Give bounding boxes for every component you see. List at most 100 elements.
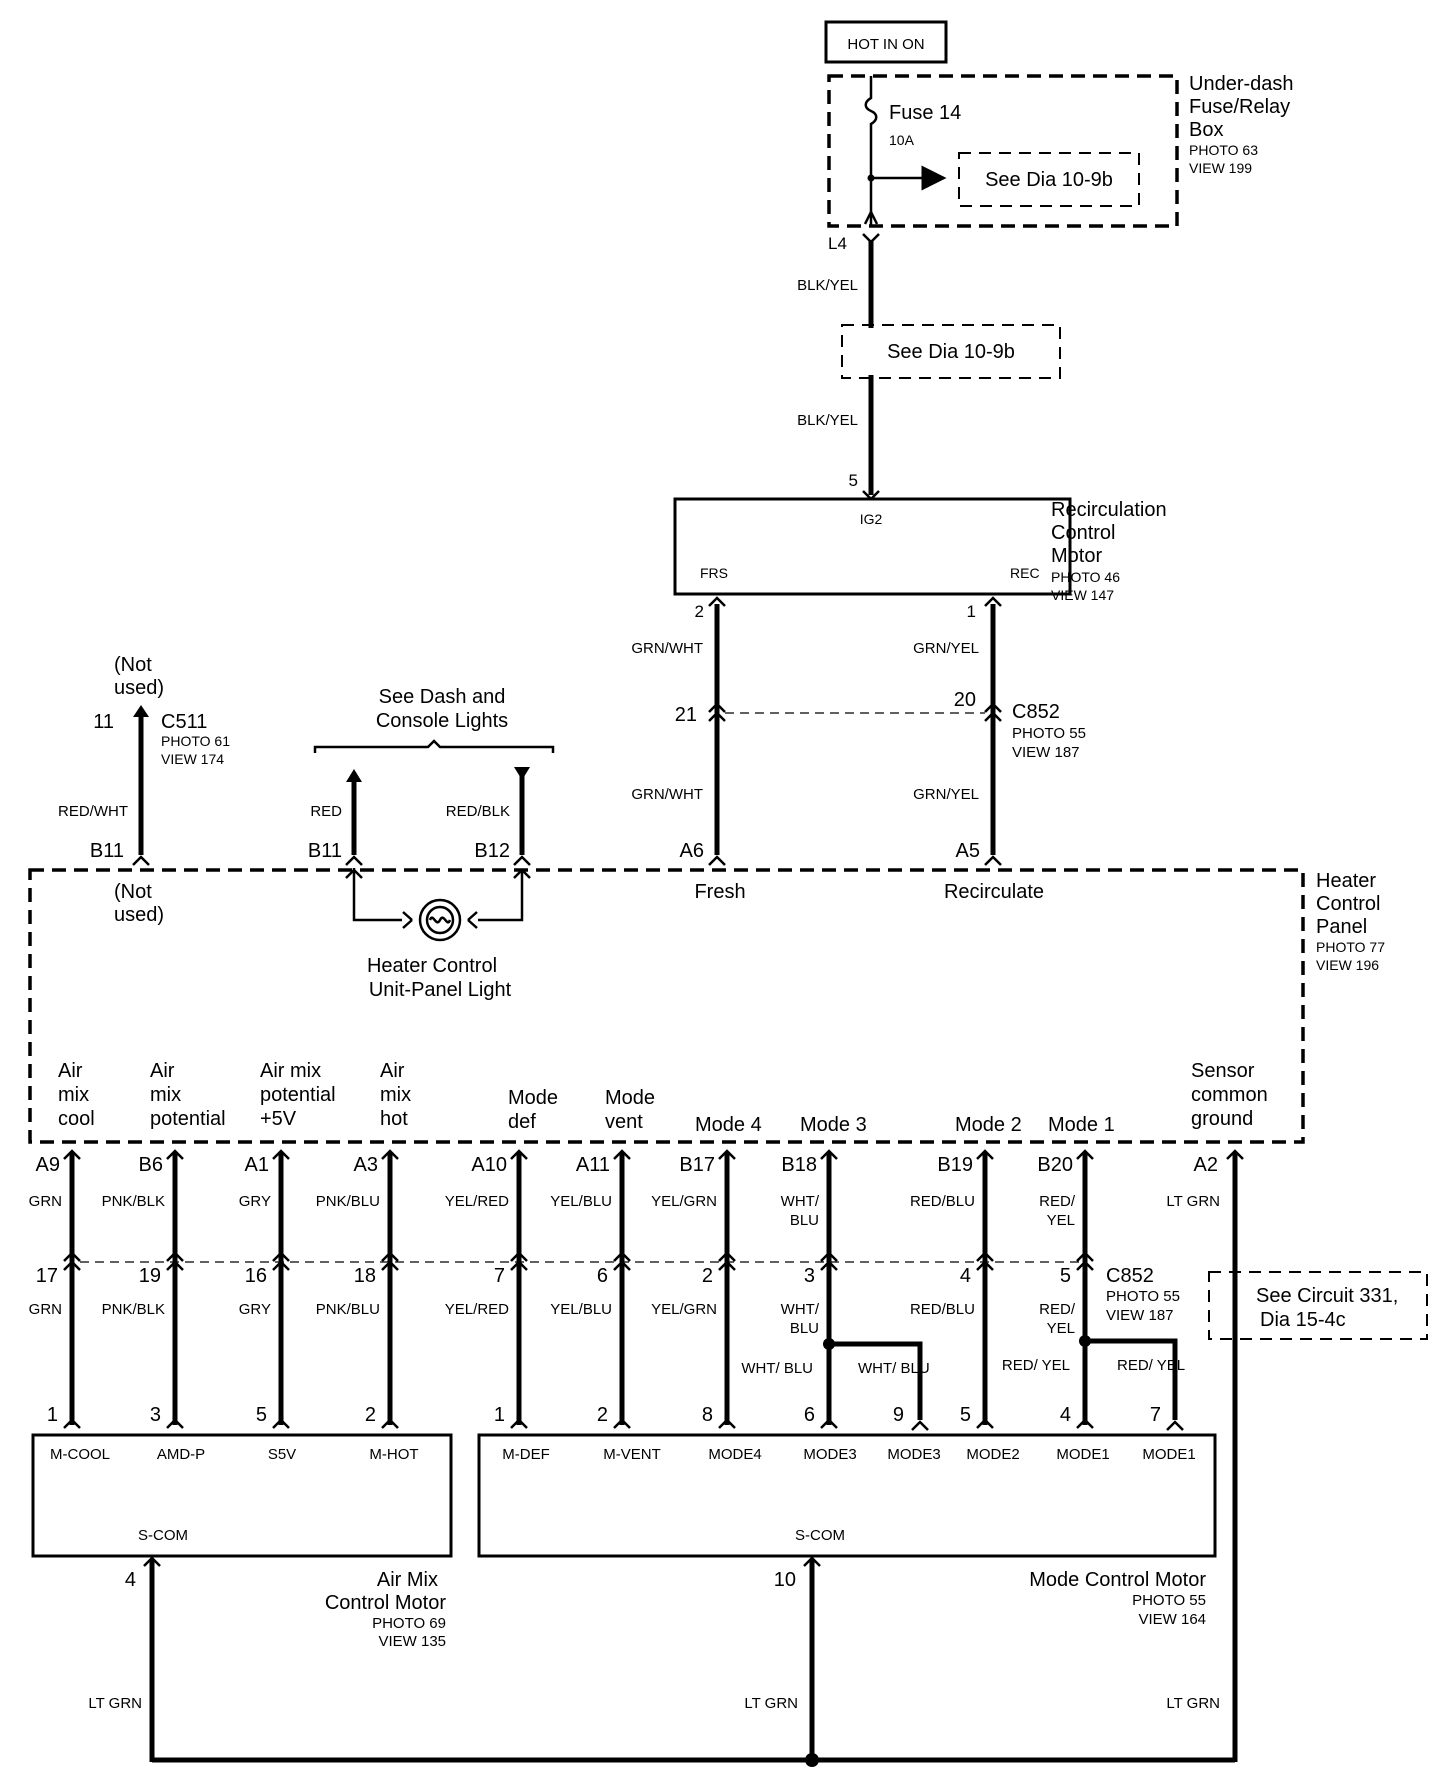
c852-pin: 3 (804, 1265, 815, 1287)
svg-text:PHOTO 46: PHOTO 46 (1051, 569, 1120, 585)
function-label: common (1191, 1084, 1268, 1106)
svg-text:(Not: (Not (114, 654, 152, 676)
svg-text:VIEW 164: VIEW 164 (1138, 1611, 1206, 1628)
svg-text:HOT IN ON: HOT IN ON (847, 36, 924, 53)
svg-text:(Not: (Not (114, 881, 152, 903)
svg-text:LT GRN: LT GRN (1166, 1695, 1220, 1712)
ground-bus (149, 1753, 1238, 1767)
function-label: potential (260, 1084, 336, 1106)
svg-text:FRS: FRS (700, 565, 728, 581)
svg-text:PHOTO 55: PHOTO 55 (1012, 725, 1086, 742)
svg-text:2: 2 (695, 602, 704, 621)
svg-text:BLK/YEL: BLK/YEL (797, 277, 858, 294)
svg-text:Motor: Motor (1051, 545, 1102, 567)
mode-motor-terminal: MODE2 (966, 1446, 1019, 1463)
svg-text:See Circuit 331,: See Circuit 331, (1256, 1285, 1398, 1307)
svg-text:B11: B11 (90, 840, 124, 862)
panel-pin: B19 (937, 1154, 973, 1176)
wire-color-bottom: WHT/BLU (781, 1301, 820, 1337)
panel-pin: A10 (471, 1154, 507, 1176)
svg-text:VIEW 187: VIEW 187 (1012, 744, 1080, 761)
svg-text:PHOTO 63: PHOTO 63 (1189, 142, 1258, 158)
mode-motor-terminal: MODE1 (1056, 1446, 1109, 1463)
svg-text:Heater Control: Heater Control (367, 955, 497, 977)
function-label: Air mix (260, 1060, 321, 1082)
wire-color-bottom: RED/YEL (1039, 1301, 1076, 1337)
wire-color-top: PNK/BLK (102, 1193, 165, 1210)
dash-console-lights: See Dash and Console Lights RED RED/BLK … (308, 686, 555, 866)
svg-text:Fuse/Relay: Fuse/Relay (1189, 96, 1290, 118)
svg-text:PHOTO 55: PHOTO 55 (1106, 1288, 1180, 1305)
function-label: Air (150, 1060, 175, 1082)
svg-text:C852: C852 (1012, 701, 1060, 723)
function-label: Mode (605, 1087, 655, 1109)
wire-color-bottom: GRY (239, 1301, 271, 1318)
svg-text:C511: C511 (161, 711, 207, 733)
mode3-branch: WHT/ BLU WHT/ BLU 9 (741, 1338, 930, 1431)
svg-text:RED/ YEL: RED/ YEL (1002, 1357, 1070, 1374)
svg-text:Console Lights: Console Lights (376, 710, 508, 732)
svg-text:A2: A2 (1194, 1154, 1218, 1176)
svg-text:See Dia 10-9b: See Dia 10-9b (887, 341, 1015, 363)
see-dia-10-9b-ref-2[interactable] (841, 324, 1061, 379)
svg-text:B12: B12 (474, 840, 510, 862)
function-label: potential (150, 1108, 226, 1130)
svg-text:VIEW 199: VIEW 199 (1189, 160, 1252, 176)
svg-text:LT GRN: LT GRN (88, 1695, 142, 1712)
svg-text:RED/WHT: RED/WHT (58, 803, 128, 820)
recirc-wires: 2 1 GRN/WHT GRN/YEL 21 20 C852 PHOTO 55 … (631, 596, 1086, 866)
function-label: Air (58, 1060, 83, 1082)
panel-light-bulb (345, 868, 531, 942)
svg-text:A5: A5 (956, 840, 980, 862)
recirculation-control-motor: IG2 FRS REC Recirculation Control Motor … (673, 497, 1167, 603)
panel-pin: A9 (36, 1154, 60, 1176)
wire-color-bottom: YEL/RED (445, 1301, 509, 1318)
svg-text:1: 1 (967, 602, 976, 621)
fuse-symbol (864, 76, 878, 226)
wire-color-top: RED/BLU (910, 1193, 975, 1210)
c511-circuit: (Not used) 11 C511 PHOTO 61 VIEW 174 RED… (58, 654, 230, 866)
svg-text:20: 20 (954, 689, 976, 711)
panel-pin: B20 (1037, 1154, 1073, 1176)
svg-text:Control: Control (1051, 522, 1115, 544)
svg-text:RED: RED (310, 803, 342, 820)
function-label: Sensor (1191, 1060, 1255, 1082)
see-circuit-331-ref[interactable] (1208, 1271, 1428, 1340)
svg-text:WHT/ BLU: WHT/ BLU (858, 1360, 930, 1377)
svg-text:GRN/WHT: GRN/WHT (631, 640, 703, 657)
svg-text:7: 7 (1150, 1404, 1161, 1426)
function-label: vent (605, 1111, 643, 1133)
wire-color-bottom: PNK/BLK (102, 1301, 165, 1318)
svg-text:S-COM: S-COM (138, 1527, 188, 1544)
function-label: mix (58, 1084, 89, 1106)
function-label: Air (380, 1060, 405, 1082)
svg-text:Panel: Panel (1316, 916, 1367, 938)
motor-pin: 1 (47, 1404, 58, 1426)
svg-text:PHOTO 55: PHOTO 55 (1132, 1592, 1206, 1609)
function-label: mix (150, 1084, 181, 1106)
svg-text:GRN/YEL: GRN/YEL (913, 640, 979, 657)
wire-color-bottom: YEL/GRN (651, 1301, 717, 1318)
svg-text:PHOTO 77: PHOTO 77 (1316, 939, 1385, 955)
c852-pin: 19 (139, 1265, 161, 1287)
svg-text:Mode Control Motor: Mode Control Motor (1029, 1569, 1206, 1591)
function-label: ground (1191, 1108, 1253, 1130)
wire-color-top: YEL/BLU (550, 1193, 612, 1210)
see-dia-10-9b-ref-1[interactable] (958, 152, 1140, 207)
motor-pin: 2 (365, 1404, 376, 1426)
motor-pin: 3 (150, 1404, 161, 1426)
svg-text:C852: C852 (1106, 1265, 1154, 1287)
svg-text:Box: Box (1189, 119, 1223, 141)
function-label: +5V (260, 1108, 297, 1130)
wire-color-top: YEL/GRN (651, 1193, 717, 1210)
svg-text:WHT/ BLU: WHT/ BLU (741, 1360, 813, 1377)
svg-text:VIEW 135: VIEW 135 (378, 1633, 446, 1650)
